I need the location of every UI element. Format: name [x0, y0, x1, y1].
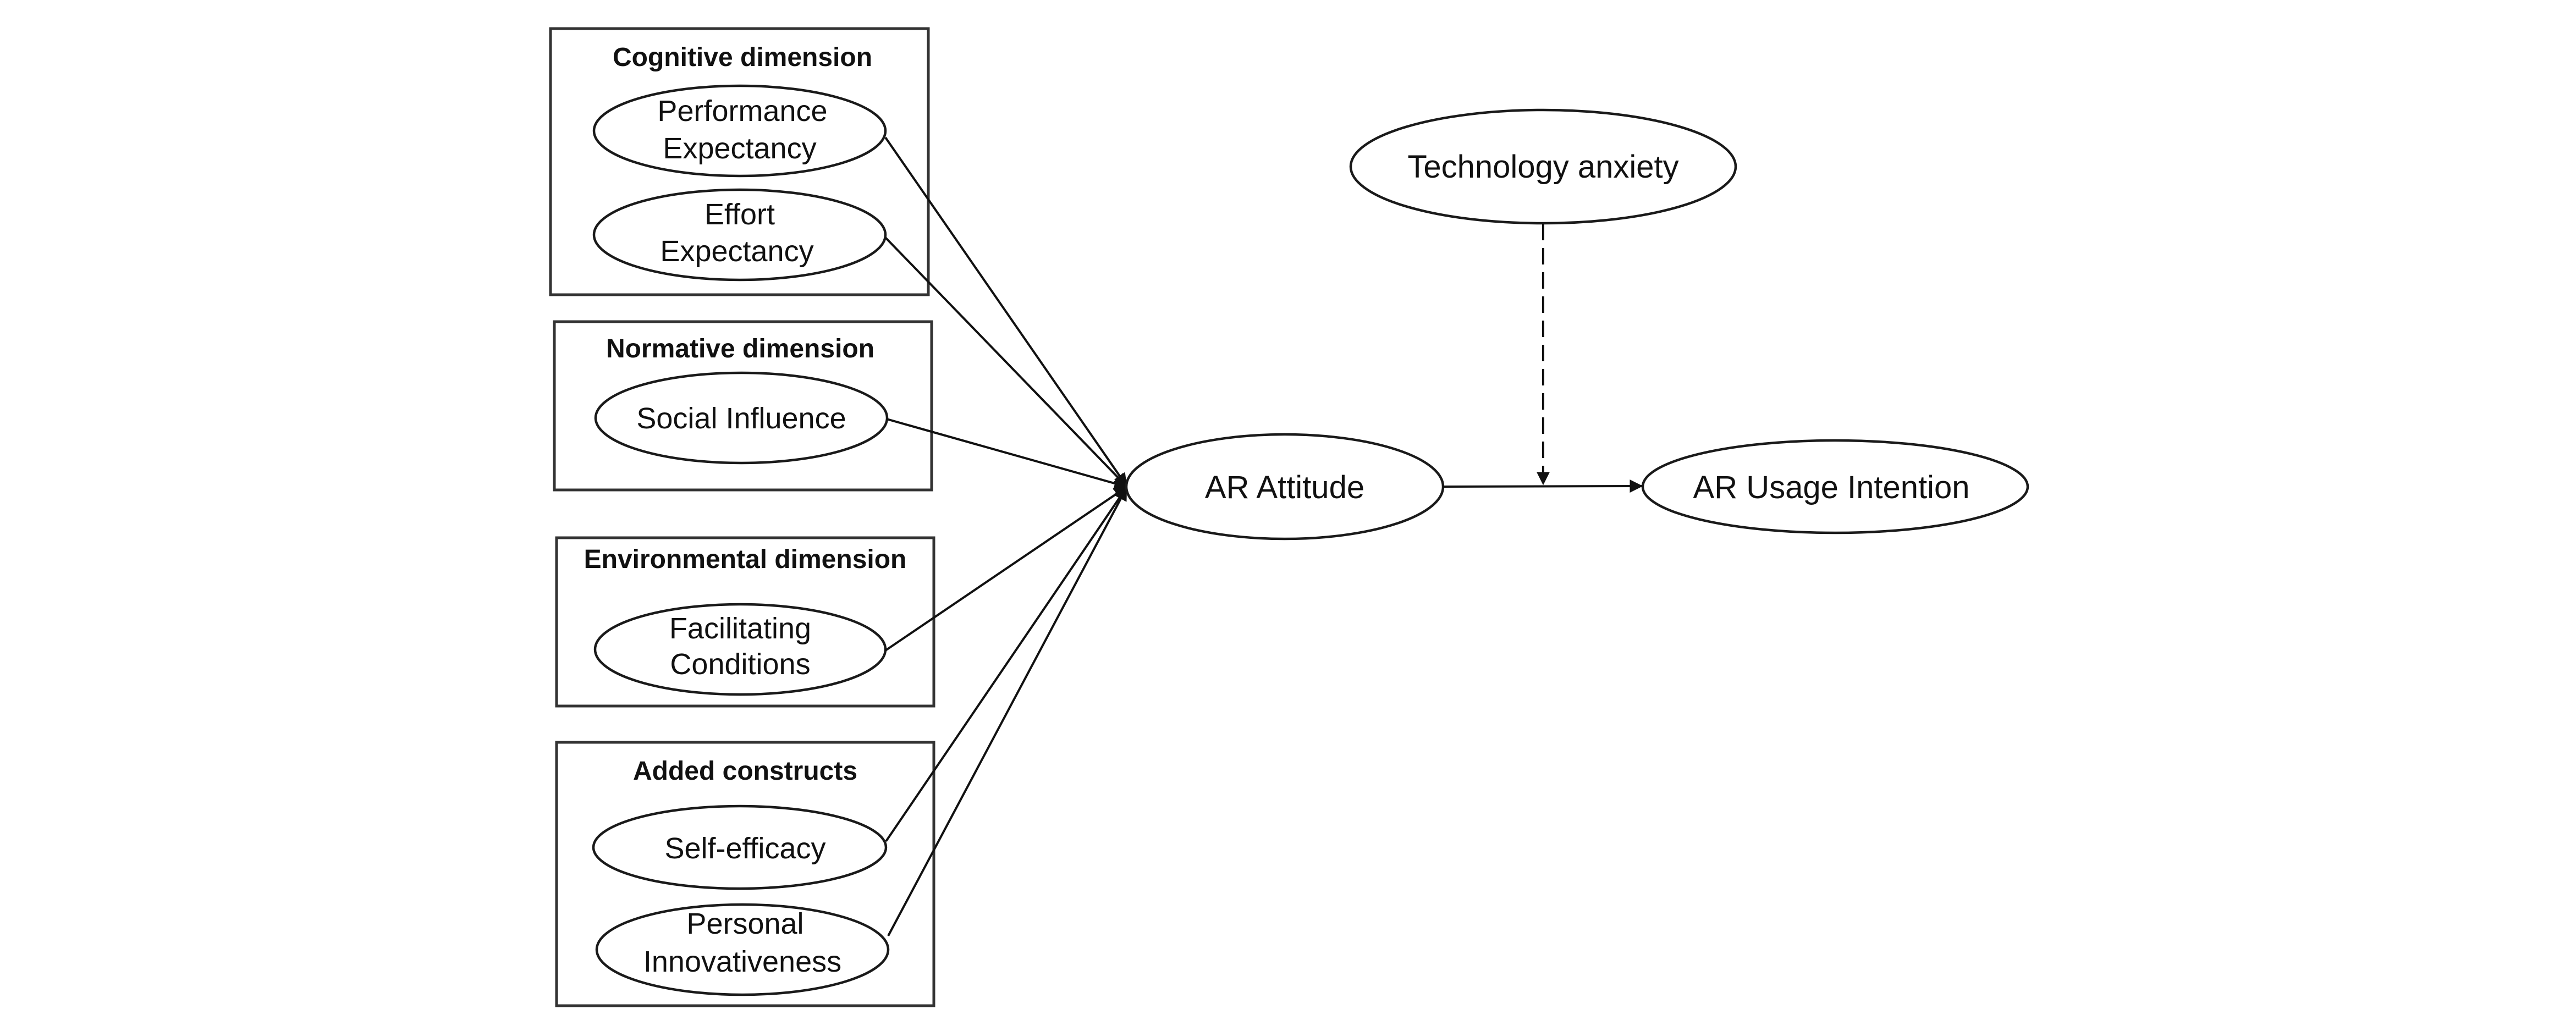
node-label-line1: Performance [657, 95, 827, 128]
node-label-line2: Conditions [670, 648, 810, 681]
node-label-line1: Personal [686, 907, 803, 940]
group-title: Added constructs [633, 757, 857, 786]
group-added-constructs: Added constructs Self-efficacy Personal … [555, 741, 935, 1007]
node-facilitating-conditions: Facilitating Conditions [593, 603, 887, 696]
node-label: AR Usage Intention [1693, 470, 1970, 505]
node-label-line1: Facilitating [669, 612, 811, 645]
node-label: Technology anxiety [1407, 149, 1678, 185]
node-ar-attitude: AR Attitude [1125, 433, 1445, 541]
node-effort-expectancy: Effort Expectancy [592, 188, 887, 282]
edge-performance-to-attitude [884, 136, 1127, 487]
node-label-line2: Expectancy [663, 132, 816, 165]
node-label: Social Influence [636, 402, 846, 435]
edges-to-attitude [884, 136, 1128, 936]
node-technology-anxiety: Technology anxiety [1349, 108, 1737, 225]
group-cognitive-dimension: Cognitive dimension Performance Expectan… [549, 27, 930, 296]
node-label: Self-efficacy [664, 832, 825, 865]
node-performance-expectancy: Performance Expectancy [592, 84, 887, 178]
node-label-line2: Innovativeness [643, 945, 841, 978]
edge-effort-to-attitude [884, 236, 1127, 487]
edge-facilitating-to-attitude [884, 486, 1127, 652]
node-label: AR Attitude [1205, 470, 1364, 505]
group-title: Cognitive dimension [613, 43, 872, 72]
node-self-efficacy: Self-efficacy [592, 804, 888, 890]
node-social-influence: Social Influence [594, 371, 889, 465]
edge-innovativeness-to-attitude [887, 487, 1127, 936]
edge-social-to-attitude [886, 418, 1128, 490]
node-ar-usage-intention: AR Usage Intention [1641, 439, 2029, 534]
node-personal-innovativeness: Personal Innovativeness [595, 903, 890, 996]
node-label-line2: Expectancy [660, 235, 813, 268]
group-normative-dimension: Normative dimension Social Influence [553, 320, 933, 492]
group-title: Normative dimension [606, 334, 874, 363]
edge-attitude-to-usage-intention [1443, 479, 1643, 493]
group-title: Environmental dimension [584, 545, 907, 574]
group-environmental-dimension: Environmental dimension Facilitating Con… [555, 536, 935, 708]
edge-selfefficacy-to-attitude [885, 487, 1127, 842]
node-label-line1: Effort [704, 198, 775, 231]
